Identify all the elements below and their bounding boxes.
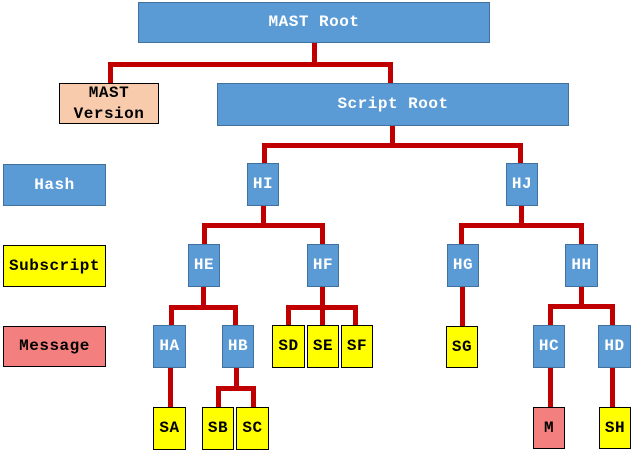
connector-drop-ha	[169, 305, 174, 325]
connector-drop-sf	[353, 305, 358, 325]
node-sh: SH	[599, 407, 631, 449]
connector-hg-sg	[460, 287, 465, 326]
legend-subscript: Subscript	[3, 245, 106, 287]
connector-drop-hi	[262, 143, 267, 163]
connector-drop-sb	[216, 386, 221, 407]
connector-hi-bar	[202, 223, 325, 228]
legend-message: Message	[3, 326, 106, 367]
node-mast-version: MAST Version	[59, 83, 159, 124]
connector-drop-hh	[579, 223, 584, 244]
connector-drop-sd	[286, 305, 291, 325]
connector-drop-hg	[459, 223, 464, 244]
node-he: HE	[188, 244, 220, 287]
connector-mast-root-stem	[312, 43, 317, 67]
connector-hd-sh	[610, 368, 615, 407]
connector-mast-root-bar	[108, 62, 393, 67]
connector-hc-m	[548, 368, 553, 407]
connector-he-bar	[169, 305, 238, 310]
connector-hj-stem	[519, 206, 524, 228]
node-sa: SA	[153, 407, 186, 450]
node-hf: HF	[307, 244, 339, 287]
node-script-root: Script Root	[217, 83, 569, 126]
node-sg: SG	[446, 326, 478, 368]
node-mast-root: MAST Root	[138, 2, 490, 43]
node-hc: HC	[533, 325, 565, 368]
connector-drop-hb	[233, 305, 238, 325]
connector-hh-bar	[548, 304, 615, 309]
node-m: M	[533, 407, 565, 449]
connector-drop-script-root	[388, 62, 393, 83]
node-sb: SB	[202, 407, 234, 450]
node-sd: SD	[272, 325, 305, 368]
node-hb: HB	[222, 325, 254, 368]
connector-ha-sa	[168, 368, 173, 407]
connector-he-stem	[201, 287, 206, 310]
connector-drop-sc	[251, 386, 256, 407]
connector-hf-bar	[286, 305, 358, 310]
connector-hi-stem	[261, 206, 266, 228]
connector-drop-hc	[548, 304, 553, 325]
connector-drop-hf	[320, 223, 325, 244]
node-hi: HI	[247, 163, 279, 206]
node-hg: HG	[447, 244, 479, 287]
node-hj: HJ	[506, 163, 538, 206]
connector-script-root-stem	[390, 126, 395, 148]
connector-drop-mast-version	[108, 62, 113, 83]
connector-hj-bar	[459, 223, 584, 228]
connector-drop-hj	[518, 143, 523, 163]
node-se: SE	[307, 325, 339, 368]
connector-drop-hd	[610, 304, 615, 325]
legend-hash: Hash	[3, 164, 106, 206]
node-sf: SF	[341, 325, 373, 368]
connector-hh-stem	[579, 287, 584, 308]
connector-hb-bar	[216, 386, 256, 391]
node-ha: HA	[153, 325, 186, 368]
connector-drop-he	[202, 223, 207, 244]
connector-script-root-bar	[262, 143, 523, 148]
node-hd: HD	[598, 325, 631, 368]
node-hh: HH	[565, 244, 598, 287]
node-sc: SC	[236, 407, 269, 450]
connector-hb-stem	[234, 368, 239, 390]
